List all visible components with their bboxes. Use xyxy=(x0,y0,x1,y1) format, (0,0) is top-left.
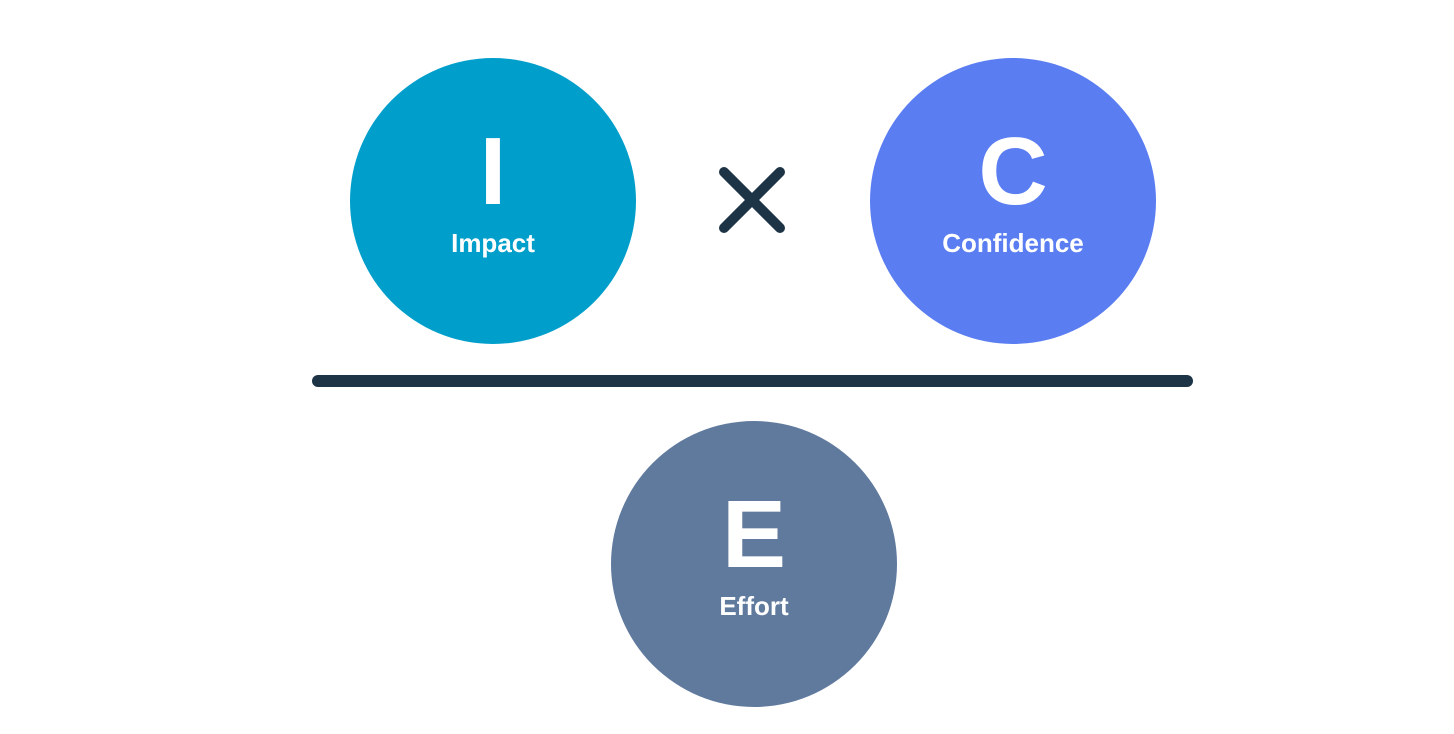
confidence-letter: C xyxy=(978,118,1048,225)
fraction-divider xyxy=(312,375,1193,387)
effort-letter: E xyxy=(721,481,787,588)
multiply-stroke-2 xyxy=(719,167,785,233)
impact-letter: I xyxy=(479,118,507,225)
impact-label: Impact xyxy=(451,228,535,258)
effort-circle: E Effort xyxy=(611,421,897,707)
impact-circle: I Impact xyxy=(350,58,636,344)
confidence-circle: C Confidence xyxy=(870,58,1156,344)
effort-label: Effort xyxy=(719,591,789,621)
multiply-icon xyxy=(719,167,785,233)
confidence-label: Confidence xyxy=(942,228,1084,258)
